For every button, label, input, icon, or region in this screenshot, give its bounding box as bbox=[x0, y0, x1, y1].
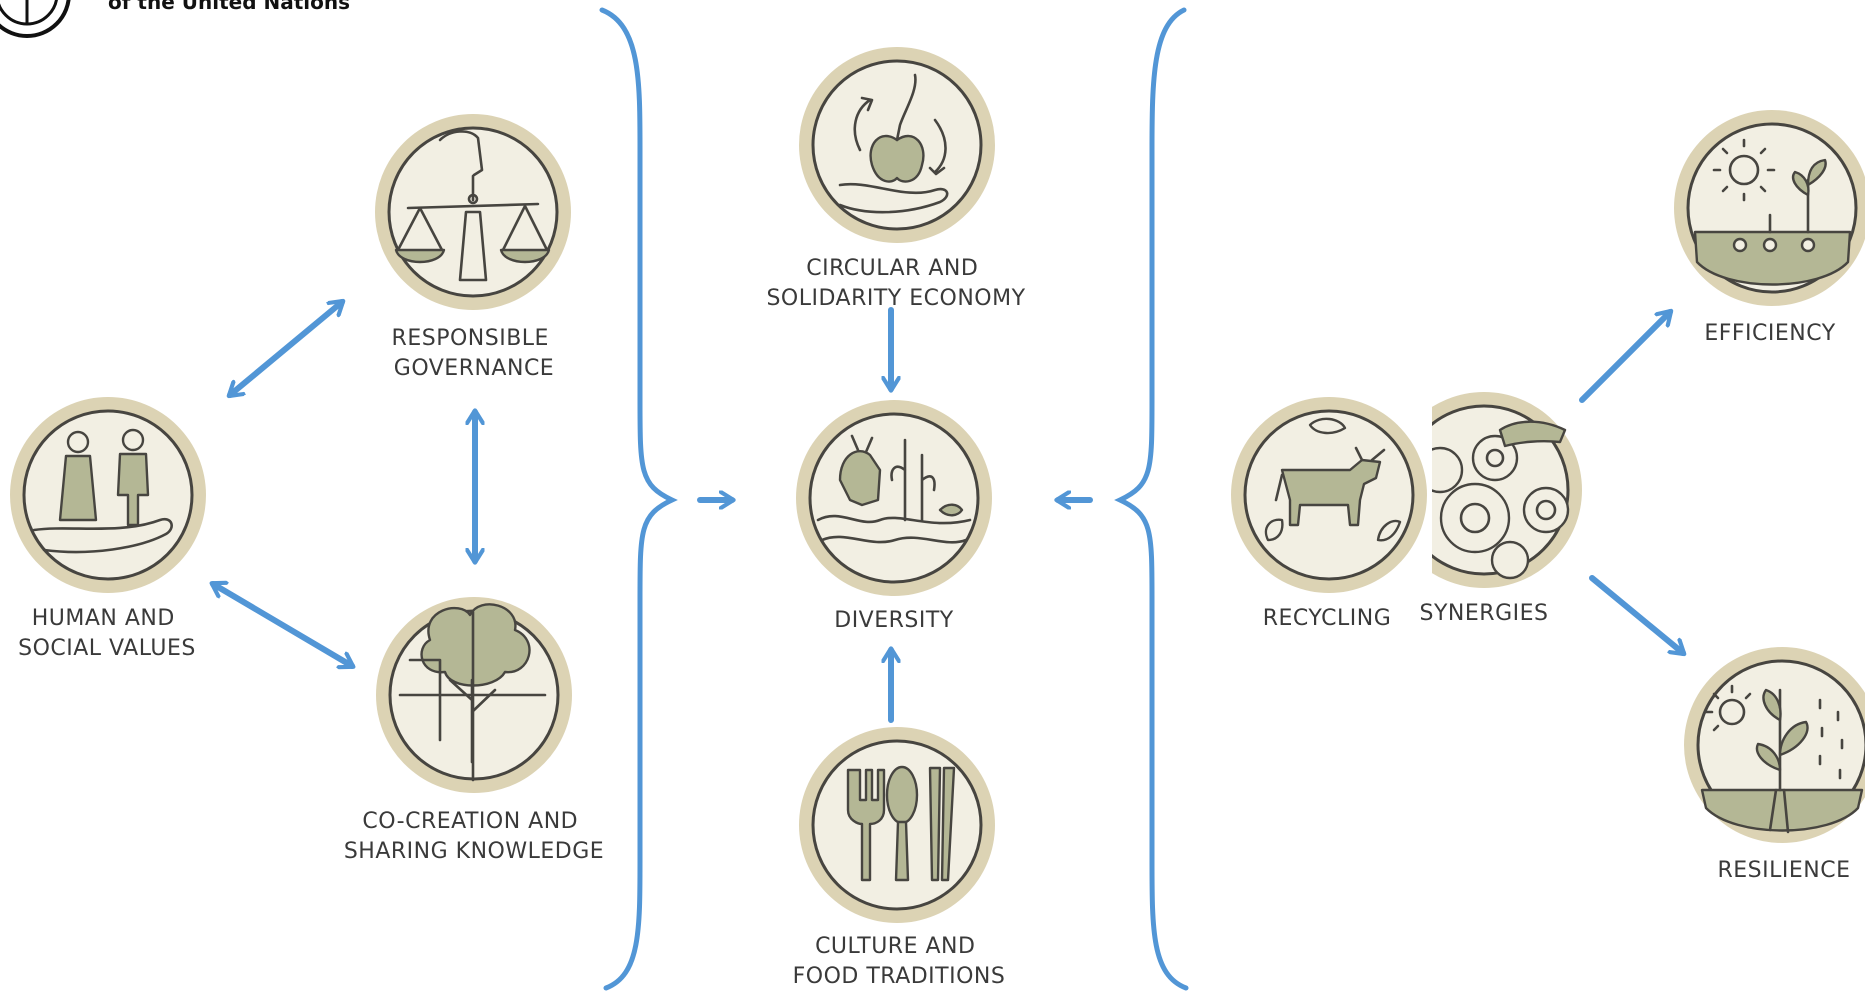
culture-food-badge bbox=[799, 727, 995, 923]
arrow-synergies-to-resilience bbox=[1589, 575, 1683, 653]
arrow-synergies-to-efficiency bbox=[1579, 312, 1670, 403]
resilience-badge bbox=[1684, 647, 1865, 843]
left-brace bbox=[599, 7, 678, 991]
right-brace bbox=[1114, 7, 1189, 991]
org-name-line: of the United Nations bbox=[108, 0, 350, 14]
efficiency-badge bbox=[1674, 110, 1865, 306]
arrow-human-governance bbox=[230, 302, 342, 395]
label-responsible-governance: RESPONSIBLE GOVERNANCE bbox=[392, 326, 557, 381]
animal-plant-fish-icon bbox=[816, 434, 972, 544]
fao-logo bbox=[0, 0, 71, 38]
circular-economy-badge bbox=[799, 47, 995, 243]
label-resilience: RESILIENCE bbox=[1717, 858, 1850, 883]
recycling-badge bbox=[1231, 397, 1427, 593]
human-social-values-badge bbox=[10, 397, 206, 593]
diversity-badge bbox=[796, 400, 992, 596]
responsible-governance-badge bbox=[375, 114, 571, 310]
label-culture-food: CULTURE AND FOOD TRADITIONS bbox=[793, 934, 1006, 989]
tree-puzzle-icon bbox=[398, 603, 547, 782]
label-recycling: RECYCLING bbox=[1263, 606, 1392, 631]
cow-leaves-icon bbox=[1264, 417, 1402, 542]
co-creation-badge bbox=[376, 597, 572, 793]
utensils-icon bbox=[846, 765, 956, 882]
sun-rain-plant-icon bbox=[1700, 684, 1864, 834]
label-diversity: DIVERSITY bbox=[834, 608, 954, 633]
sun-sprouts-icon bbox=[1693, 138, 1852, 286]
arrow-human-cocreation bbox=[213, 584, 352, 666]
label-human-social-values: HUMAN AND SOCIAL VALUES bbox=[18, 606, 196, 661]
people-in-hand-icon bbox=[32, 428, 173, 554]
apple-cycle-icon bbox=[838, 73, 949, 214]
label-efficiency: EFFICIENCY bbox=[1704, 321, 1835, 346]
synergies-badge bbox=[1432, 392, 1582, 588]
gears-icon bbox=[1432, 420, 1570, 580]
label-synergies: SYNERGIES bbox=[1420, 601, 1549, 626]
label-co-creation: CO-CREATION AND SHARING KNOWLEDGE bbox=[344, 809, 604, 864]
scales-icon bbox=[394, 130, 551, 282]
label-circular-economy: CIRCULAR AND SOLIDARITY ECONOMY bbox=[766, 256, 1025, 311]
